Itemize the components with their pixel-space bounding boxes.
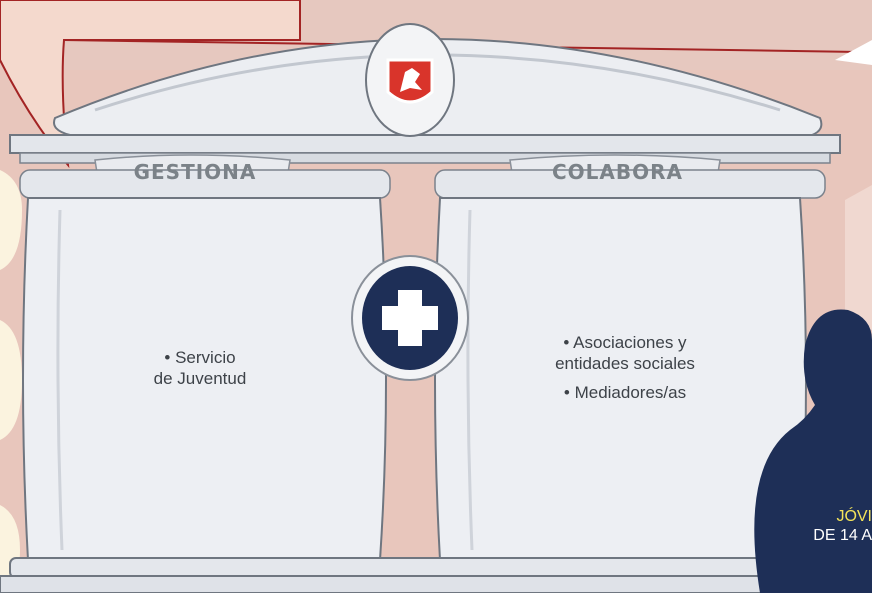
column-left-shading	[56, 209, 64, 551]
heading-colabora: COLABORA	[551, 160, 684, 184]
list-item: entidades sociales	[555, 354, 695, 373]
corner-shape	[835, 40, 872, 65]
side-tab-middle	[0, 320, 22, 440]
column-right-shading	[466, 209, 474, 551]
side-tab-top	[0, 170, 22, 270]
right-panel	[845, 185, 872, 330]
audience-line-1: JÓVI	[836, 508, 872, 525]
speech-bubble	[0, 0, 301, 169]
right-column-text: • Asociaciones y entidades sociales • Me…	[515, 332, 735, 403]
base-lower	[0, 575, 851, 593]
list-item: de Juventud	[153, 369, 247, 388]
entablature	[9, 134, 841, 154]
plus-icon	[382, 290, 438, 346]
list-item: • Servicio	[164, 348, 236, 367]
person-silhouette-icon	[754, 309, 872, 593]
audience-label: JÓVI DE 14 A	[813, 507, 872, 545]
heading-gestiona: GESTIONA	[133, 160, 257, 184]
left-column-text: • Servicio de Juventud	[110, 347, 290, 389]
entablature-lower	[19, 152, 831, 164]
list-item: • Mediadores/as	[563, 383, 687, 402]
lion-figure	[400, 68, 422, 92]
list-item: • Asociaciones y	[563, 333, 687, 352]
audience-line-2: DE 14 A	[813, 527, 872, 544]
